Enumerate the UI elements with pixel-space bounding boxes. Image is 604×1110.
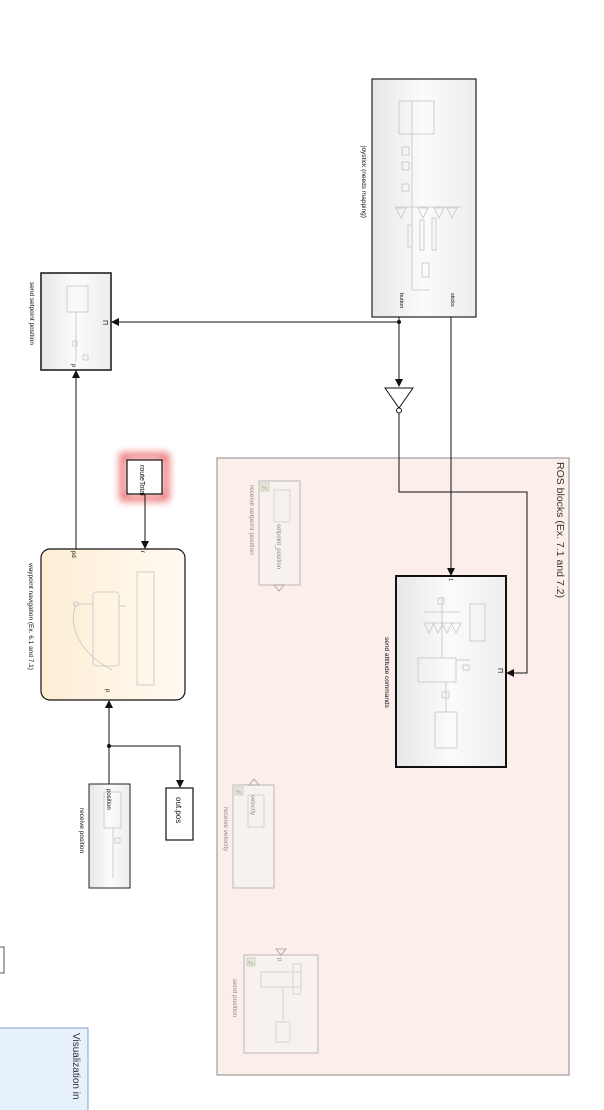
- send-setpoint-position-block[interactable]: send setpoint position Π p: [28, 272, 112, 371]
- ros-area-label: ROS blocks (Ex. 7.1 and 7.2): [554, 462, 566, 598]
- receive-velocity-inner-label: velocity: [249, 795, 255, 815]
- junction-button: [397, 320, 401, 324]
- waypoint-port-p: p: [104, 689, 110, 693]
- partial-block-left[interactable]: [0, 946, 5, 974]
- visualization-block[interactable]: Visualization in: [0, 1027, 89, 1110]
- waypoint-caption: waypoint navigation (Ex. 6.1 and 7.1): [27, 562, 34, 670]
- receive-position-internal-preview: [103, 791, 122, 878]
- receive-setpoint-inner-label: setpoint_position: [275, 524, 281, 569]
- receive-position-caption: receive position: [78, 808, 85, 854]
- receive-velocity-block[interactable]: % velocity receive velocity: [222, 778, 275, 889]
- signal-button-to-setpoint[interactable]: [111, 317, 400, 326]
- receive-position-block[interactable]: position receive position: [78, 783, 131, 889]
- receive-velocity-caption: receive velocity: [222, 807, 229, 852]
- attitude-caption: send attitude commands: [383, 637, 390, 709]
- joystick-block[interactable]: joystick (needs mapping) button sticks: [360, 78, 477, 318]
- setpoint-port-in: p: [70, 364, 76, 368]
- receive-setpoint-caption: receive setpoint position: [248, 485, 255, 555]
- receive-setpoint-badge: %: [262, 486, 268, 492]
- setpoint-internal-preview: [66, 285, 89, 362]
- attitude-port-in: 1: [447, 578, 453, 581]
- waypoint-internal-preview: [73, 571, 155, 686]
- joystick-caption: joystick (needs mapping): [360, 145, 367, 218]
- signal-not-to-attitude[interactable]: [398, 413, 528, 677]
- send-attitude-commands-block[interactable]: send attitude commands 1 Π: [383, 575, 507, 768]
- route-total-label: routeTotal: [138, 465, 145, 496]
- attitude-port-out: Π: [496, 668, 503, 673]
- joystick-port-button: button: [398, 293, 404, 308]
- send-position-caption: send position: [231, 979, 238, 1018]
- out-pos-label: out.pos: [174, 797, 183, 823]
- joystick-port-sticks: sticks: [449, 293, 455, 307]
- attitude-internal-preview: [417, 596, 486, 749]
- setpoint-caption: send setpoint position: [28, 282, 35, 345]
- send-position-port-in: p: [276, 958, 282, 962]
- junction-position: [107, 744, 111, 748]
- waypoint-navigation-block[interactable]: waypoint navigation (Ex. 6.1 and 7.1) r …: [27, 548, 186, 701]
- visualization-label: Visualization in: [70, 1033, 81, 1100]
- waypoint-port-pd: pd: [70, 551, 76, 558]
- receive-position-inner-label: position: [105, 789, 111, 810]
- signal-position-to-outpos[interactable]: [109, 745, 184, 788]
- setpoint-port-out: Π: [101, 320, 108, 325]
- joystick-internal-preview: [395, 100, 462, 291]
- route-total-block[interactable]: routeTotal: [120, 453, 169, 501]
- not-gate[interactable]: [384, 387, 414, 414]
- receive-velocity-badge: %: [236, 790, 242, 796]
- send-position-block[interactable]: % p send position: [231, 948, 319, 1054]
- receive-setpoint-position-block[interactable]: % setpoint_position receive setpoint pos…: [248, 480, 301, 592]
- send-position-badge: %: [248, 961, 254, 967]
- waypoint-port-r: r: [139, 551, 145, 553]
- out-pos-block[interactable]: out.pos: [165, 787, 194, 841]
- signal-lines: [72, 317, 528, 788]
